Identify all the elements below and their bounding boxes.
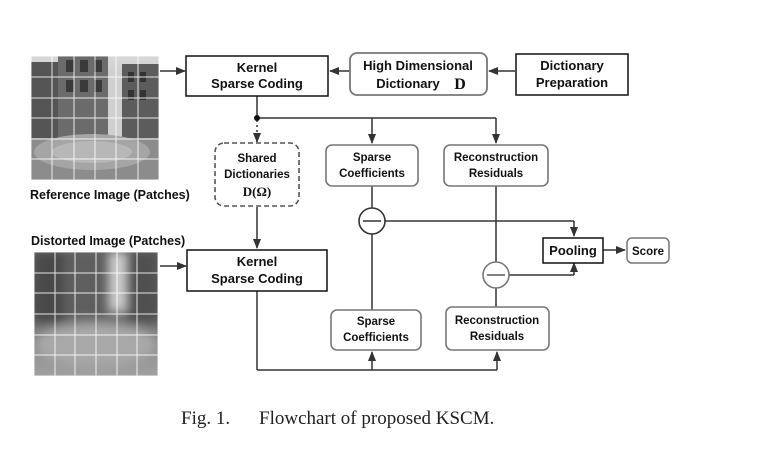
svg-text:Coefficients: Coefficients [339, 168, 405, 180]
dictionary-preparation: Dictionary Preparation [515, 53, 629, 96]
shared-dictionary-symbol: D(Ω) [243, 184, 271, 199]
reconstruction-residuals-top: Reconstruction Residuals [443, 144, 549, 187]
svg-text:Residuals: Residuals [470, 331, 524, 343]
svg-text:Pooling: Pooling [549, 243, 597, 258]
sparse-coefficients-top: Sparse Coefficients [325, 144, 419, 187]
minus-circle-icon [482, 261, 510, 289]
figure-caption: Flowchart of proposed KSCM. [259, 408, 494, 429]
dictionary-symbol: D [454, 76, 466, 93]
svg-text:Preparation: Preparation [536, 75, 608, 90]
svg-text:Dictionaries: Dictionaries [224, 169, 290, 181]
reference-image [30, 55, 160, 181]
figure-number: Fig. 1. [181, 408, 230, 429]
reconstruction-residuals-bottom: Reconstruction Residuals [445, 306, 550, 351]
svg-text:Sparse Coding: Sparse Coding [211, 271, 303, 286]
svg-text:Reconstruction: Reconstruction [454, 152, 538, 164]
svg-text:Kernel: Kernel [237, 60, 277, 75]
svg-text:Residuals: Residuals [469, 168, 523, 180]
svg-text:Reconstruction: Reconstruction [455, 315, 539, 327]
connectors [160, 67, 626, 371]
svg-text:Coefficients: Coefficients [343, 332, 409, 344]
sparse-coefficients-bottom: Sparse Coefficients [330, 309, 422, 351]
svg-text:Score: Score [632, 246, 664, 258]
pooling: Pooling [542, 237, 604, 264]
svg-text:Kernel: Kernel [237, 254, 277, 269]
distorted-image [33, 251, 159, 377]
high-dimensional-dictionary: High Dimensional Dictionary D [349, 52, 488, 96]
minus-circle-icon [358, 207, 386, 235]
svg-text:Sparse: Sparse [357, 316, 395, 328]
svg-text:Dictionary: Dictionary [540, 58, 604, 73]
score: Score [626, 237, 670, 264]
shared-dictionaries: Shared Dictionaries D(Ω) [214, 142, 300, 207]
kernel-sparse-coding-top: Kernel Sparse Coding [185, 55, 329, 97]
reference-image-label: Reference Image (Patches) [30, 188, 190, 202]
junction-dot [254, 115, 260, 121]
svg-text:High Dimensional: High Dimensional [363, 58, 473, 73]
distorted-image-label: Distorted Image (Patches) [31, 234, 185, 248]
svg-text:Shared: Shared [238, 153, 277, 165]
svg-text:Sparse Coding: Sparse Coding [211, 76, 303, 91]
svg-text:Sparse: Sparse [353, 152, 391, 164]
svg-text:Dictionary: Dictionary [376, 76, 440, 91]
kernel-sparse-coding-bottom: Kernel Sparse Coding [186, 249, 328, 292]
